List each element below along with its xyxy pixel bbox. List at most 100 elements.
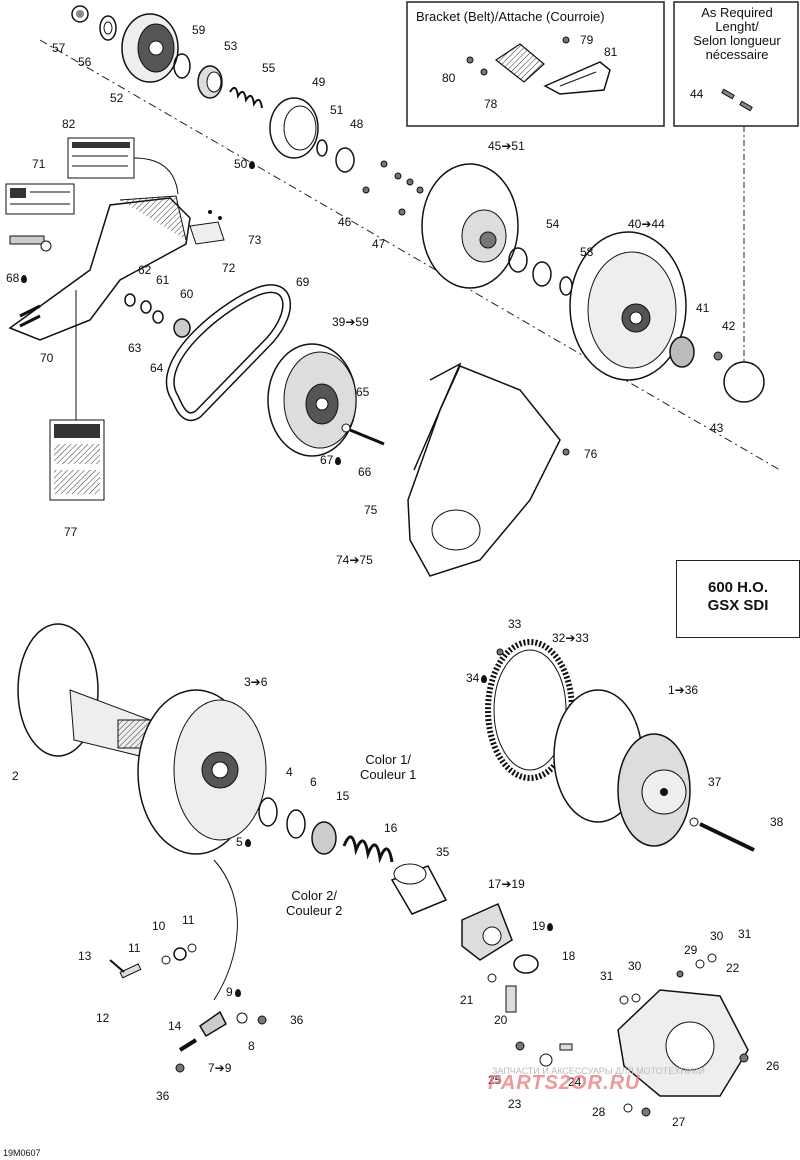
part-8-pin[interactable] xyxy=(236,1012,248,1024)
callout-c28[interactable]: 28 xyxy=(592,1106,605,1118)
callout-c75[interactable]: 75 xyxy=(364,504,377,516)
part-11-washer-a[interactable] xyxy=(161,955,171,965)
callout-c14[interactable]: 14 xyxy=(168,1020,181,1032)
part-30-nut-a[interactable] xyxy=(695,959,705,969)
callout-c13[interactable]: 13 xyxy=(78,950,91,962)
callout-c2[interactable]: 2 xyxy=(12,770,19,782)
part-30-nut-b[interactable] xyxy=(631,993,641,1003)
callout-c62[interactable]: 62 xyxy=(138,264,151,276)
callout-c42[interactable]: 42 xyxy=(722,320,735,332)
part-40-movable-half[interactable] xyxy=(569,231,687,381)
part-35-sleeve[interactable] xyxy=(390,863,448,915)
part-60-grommet[interactable] xyxy=(173,318,191,338)
part-39-driven-pulley[interactable] xyxy=(267,343,357,457)
callout-c76[interactable]: 76 xyxy=(584,448,597,460)
callout-c30a[interactable]: 30 xyxy=(710,930,723,942)
part-76-screw[interactable] xyxy=(562,448,570,456)
part-27-nut[interactable] xyxy=(641,1107,651,1117)
part-17-governor-cup[interactable] xyxy=(461,902,513,961)
callout-c61[interactable]: 61 xyxy=(156,274,169,286)
callout-c18[interactable]: 18 xyxy=(562,950,575,962)
part-45-pulley-half[interactable] xyxy=(421,163,519,289)
callout-c60[interactable]: 60 xyxy=(180,288,193,300)
part-81-bracket[interactable] xyxy=(543,61,611,95)
callout-c68[interactable]: 68 xyxy=(6,272,28,284)
callout-c9[interactable]: 9 xyxy=(226,986,241,998)
callout-c32to33[interactable]: 32➔33 xyxy=(552,632,589,644)
part-14-pin[interactable] xyxy=(178,1038,198,1052)
part-82-label[interactable] xyxy=(67,137,135,179)
callout-c31a[interactable]: 31 xyxy=(738,928,751,940)
callout-c17to19[interactable]: 17➔19 xyxy=(488,878,525,890)
part-62-washer[interactable] xyxy=(124,293,136,307)
part-59-ring[interactable] xyxy=(173,53,191,79)
part-44-screws[interactable] xyxy=(721,88,753,112)
part-24-pin[interactable] xyxy=(559,1043,573,1051)
callout-c30b[interactable]: 30 xyxy=(628,960,641,972)
part-33-screw[interactable] xyxy=(496,648,504,656)
callout-c80[interactable]: 80 xyxy=(442,72,455,84)
part-7-lever[interactable] xyxy=(198,1010,227,1038)
part-78-clip[interactable] xyxy=(494,43,545,83)
part-53-bushing[interactable] xyxy=(197,65,223,99)
part-69-drive-belt[interactable] xyxy=(165,284,291,422)
callout-c59[interactable]: 59 xyxy=(192,24,205,36)
part-29-screw[interactable] xyxy=(676,970,684,978)
callout-c71[interactable]: 71 xyxy=(32,158,45,170)
callout-c52[interactable]: 52 xyxy=(110,92,123,104)
callout-c11a[interactable]: 11 xyxy=(182,914,194,926)
part-48-bushing[interactable] xyxy=(335,147,355,173)
part-47-screws[interactable] xyxy=(398,178,424,216)
callout-c6[interactable]: 6 xyxy=(310,776,317,788)
part-71-label[interactable] xyxy=(5,183,75,215)
callout-c41[interactable]: 41 xyxy=(696,302,709,314)
part-25-screw[interactable] xyxy=(515,1041,525,1051)
callout-c53[interactable]: 53 xyxy=(224,40,237,52)
part-31-washer-a[interactable] xyxy=(707,953,717,963)
part-11-washer-b[interactable] xyxy=(187,943,197,953)
callout-c66[interactable]: 66 xyxy=(358,466,371,478)
part-68-shaft[interactable] xyxy=(9,235,52,252)
callout-c79[interactable]: 79 xyxy=(580,34,593,46)
part-70-belt-guard[interactable] xyxy=(8,195,191,341)
part-43-cap[interactable] xyxy=(723,361,765,403)
callout-c7to9[interactable]: 7➔9 xyxy=(208,1062,231,1074)
callout-c25[interactable]: 25 xyxy=(488,1074,501,1086)
part-52-spider[interactable] xyxy=(121,13,179,83)
part-31-washer-b[interactable] xyxy=(619,995,629,1005)
callout-c58[interactable]: 58 xyxy=(580,246,593,258)
part-38-bolt[interactable] xyxy=(689,817,755,852)
part-4-ring[interactable] xyxy=(258,797,278,827)
part-55-spring[interactable] xyxy=(229,86,263,109)
callout-c55[interactable]: 55 xyxy=(262,62,275,74)
part-3-movable-sheave[interactable] xyxy=(137,689,267,855)
part-66-bolt[interactable] xyxy=(341,423,385,446)
callout-c72[interactable]: 72 xyxy=(222,262,235,274)
callout-c16[interactable]: 16 xyxy=(384,822,397,834)
callout-c31b[interactable]: 31 xyxy=(600,970,613,982)
callout-c69[interactable]: 69 xyxy=(296,276,309,288)
callout-c21[interactable]: 21 xyxy=(460,994,473,1006)
part-23-bracket[interactable] xyxy=(539,1053,553,1067)
part-6-ring[interactable] xyxy=(286,809,306,839)
part-72-bracket[interactable] xyxy=(189,221,225,245)
part-15-bushing[interactable] xyxy=(311,821,337,855)
part-16-spring[interactable] xyxy=(342,835,394,864)
callout-c38[interactable]: 38 xyxy=(770,816,783,828)
part-22-housing[interactable] xyxy=(617,989,749,1097)
callout-c64[interactable]: 64 xyxy=(150,362,163,374)
callout-c19[interactable]: 19 xyxy=(532,920,554,932)
callout-c11b[interactable]: 11 xyxy=(128,942,140,954)
part-18-bushing[interactable] xyxy=(513,954,539,974)
callout-c56[interactable]: 56 xyxy=(78,56,91,68)
callout-c70[interactable]: 70 xyxy=(40,352,53,364)
callout-c15[interactable]: 15 xyxy=(336,790,349,802)
callout-c39to59[interactable]: 39➔59 xyxy=(332,316,369,328)
callout-c40to44[interactable]: 40➔44 xyxy=(628,218,665,230)
part-46-screws[interactable] xyxy=(362,160,402,194)
callout-c3to6[interactable]: 3➔6 xyxy=(244,676,267,688)
part-13-pin[interactable] xyxy=(109,959,125,973)
part-36-nut-b[interactable] xyxy=(175,1063,185,1073)
part-73-screw-b[interactable] xyxy=(218,216,222,220)
callout-c1to36[interactable]: 1➔36 xyxy=(668,684,698,696)
